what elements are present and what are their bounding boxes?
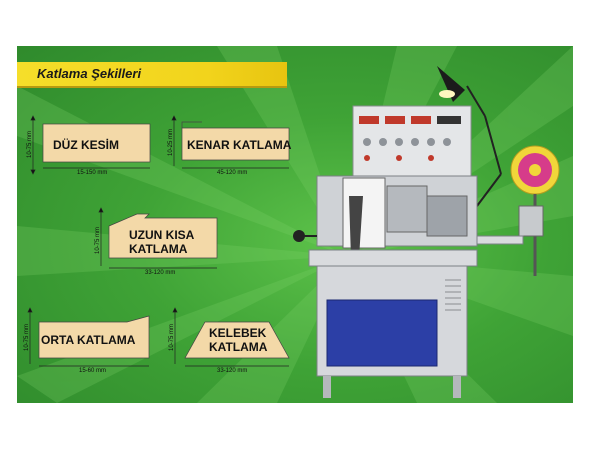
kelebek-katlama-shape xyxy=(184,321,290,359)
fold-width-kenar-katlama: 45-120 mm xyxy=(217,170,248,176)
fold-diagrams xyxy=(27,115,290,367)
fold-label-kenar-katlama: KENAR KATLAMA xyxy=(187,138,292,152)
banner-title: Katlama Şekilleri xyxy=(37,66,142,81)
duz-kesim-shape xyxy=(42,123,151,163)
fold-width-kelebek: 33-120 mm xyxy=(217,368,248,374)
fold-width-duz-kesim: 15-150 mm xyxy=(77,170,108,176)
fold-label-kelebek-2: KATLAMA xyxy=(209,340,268,354)
fold-height-uzun-kisa: 10-75 mm xyxy=(95,226,101,254)
orta-katlama-shape xyxy=(38,315,150,359)
title-banner: Katlama Şekilleri xyxy=(17,62,287,88)
kenar-katlama-shape xyxy=(181,127,290,161)
fold-height-orta-katlama: 10-75 mm xyxy=(24,323,30,351)
fold-label-orta-katlama: ORTA KATLAMA xyxy=(41,333,136,347)
fold-width-orta-katlama: 15-60 mm xyxy=(79,368,107,374)
promo-panel: Katlama Şekilleri xyxy=(17,46,573,403)
fold-width-uzun-kisa: 33-120 mm xyxy=(145,270,176,276)
fold-height-kelebek: 10-75 mm xyxy=(169,323,175,351)
fold-height-duz-kesim: 10-75 mm xyxy=(27,130,33,158)
fold-height-kenar-katlama: 10-25 mm xyxy=(168,128,174,156)
fold-label-kelebek-1: KELEBEK xyxy=(209,326,267,340)
label-folding-machine xyxy=(293,66,560,398)
fold-label-duz-kesim: DÜZ KESİM xyxy=(53,138,119,152)
lamp-icon xyxy=(466,85,502,207)
fold-label-uzun-kisa-1: UZUN KISA xyxy=(129,228,195,242)
uzun-kisa-katlama-shape xyxy=(108,213,218,259)
fold-label-uzun-kisa-2: KATLAMA xyxy=(129,242,188,256)
